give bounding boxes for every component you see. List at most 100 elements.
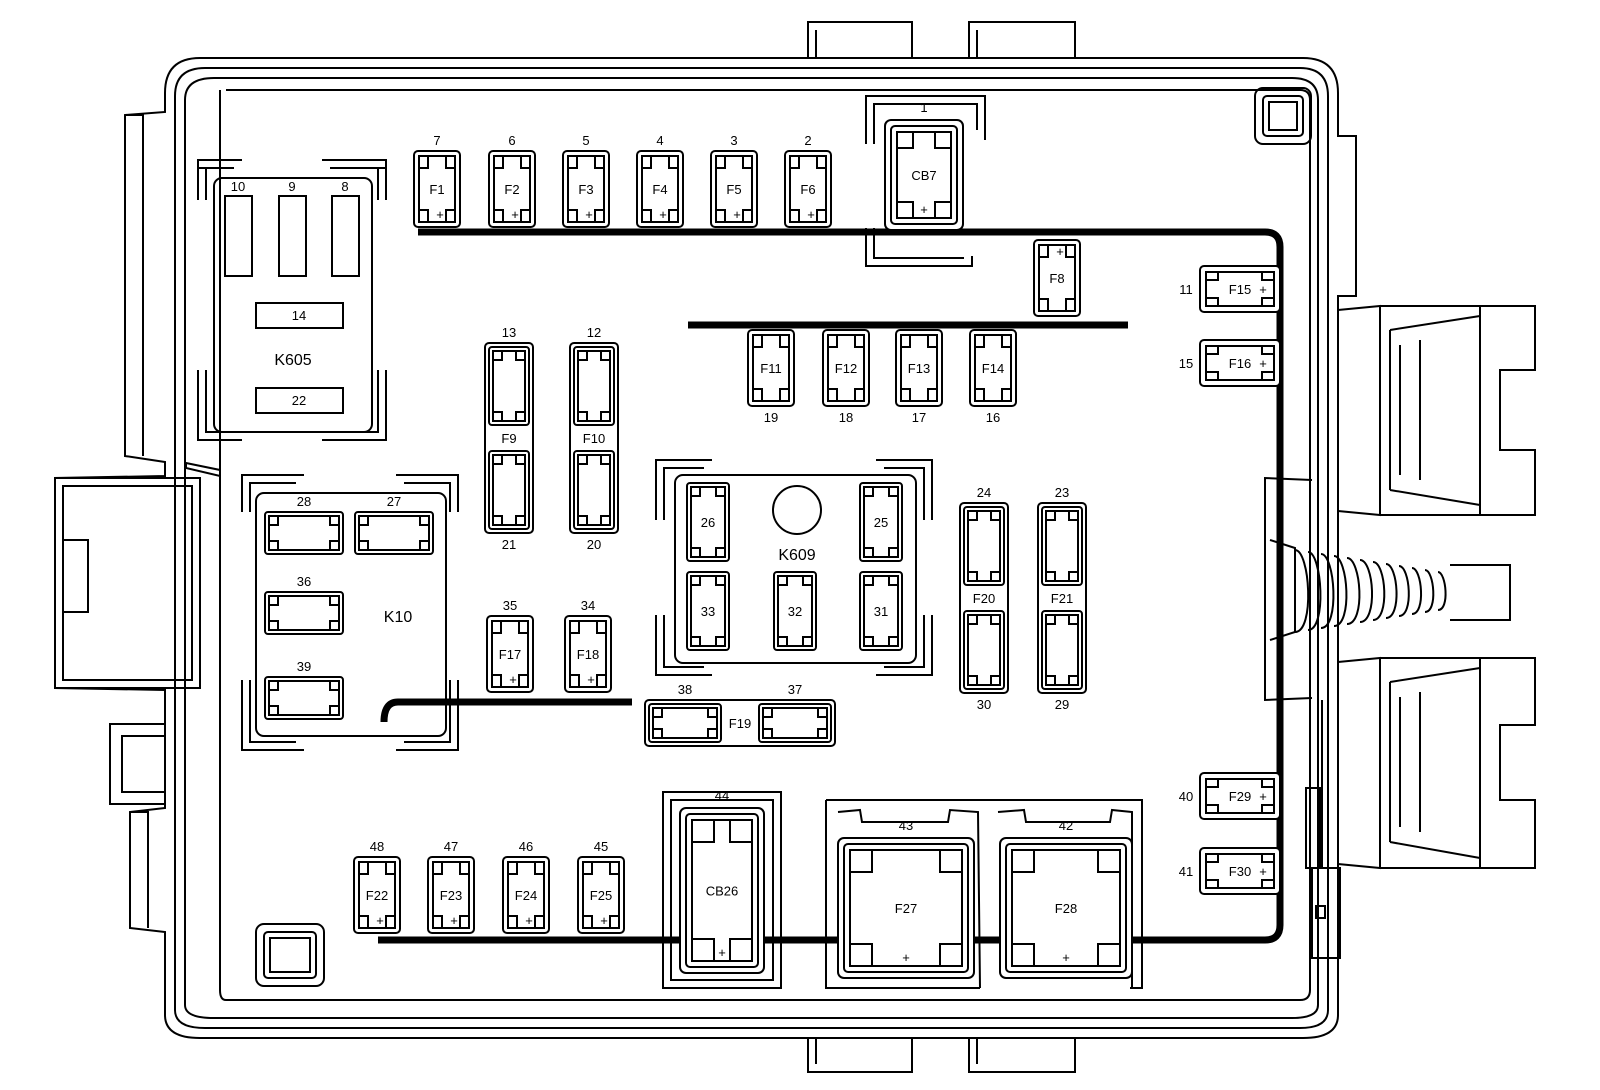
fuse-label: F21	[1051, 591, 1073, 606]
fuse-label: F19	[729, 716, 751, 731]
pin-label: 31	[874, 604, 888, 619]
cavity-label: 30	[977, 697, 991, 712]
fuse-f5[interactable]: F5+3	[710, 133, 758, 228]
plus-marker: +	[600, 913, 608, 928]
plus-marker: +	[1259, 789, 1267, 804]
relay-k605[interactable]: 10 9 8 14 K605 22	[197, 159, 387, 441]
cavity-label: 20	[587, 537, 601, 552]
relay-cavity	[264, 591, 344, 635]
relay-label: K605	[274, 352, 311, 369]
pin-label: 28	[297, 494, 311, 509]
fuse-label: F15	[1229, 282, 1251, 297]
fuse-label: F28	[1055, 901, 1077, 916]
fuse-label: F5	[726, 182, 741, 197]
fuse-label: F16	[1229, 356, 1251, 371]
fuse-label: F10	[583, 431, 605, 446]
fuse-f3[interactable]: F3+5	[562, 133, 610, 228]
fuse-label: F6	[800, 182, 815, 197]
cavity-label: 3	[730, 133, 737, 148]
cavity-label: 18	[839, 410, 853, 425]
cavity-label: 34	[581, 598, 595, 613]
fuse-label: F12	[835, 361, 857, 376]
plus-marker: +	[450, 913, 458, 928]
pin-label: 14	[292, 308, 306, 323]
fuse-label: F4	[652, 182, 667, 197]
plus-marker: +	[587, 672, 595, 687]
relay-k10[interactable]: 28 27 36 39 K10	[241, 474, 459, 751]
fuse-f2[interactable]: F2+6	[488, 133, 536, 228]
bus-bar-k10	[380, 698, 632, 723]
plus-marker: +	[920, 202, 928, 217]
pin-label: 36	[297, 574, 311, 589]
fuse-f12[interactable]: F12 18	[822, 329, 870, 425]
fuse-label: F27	[895, 901, 917, 916]
relay-label: K609	[778, 547, 815, 564]
fuse-f8[interactable]: F8+	[1033, 239, 1081, 317]
fuse-f16[interactable]: F16+15	[1179, 339, 1281, 387]
fuse-label: F8	[1049, 271, 1064, 286]
fuse-label: F2	[504, 182, 519, 197]
fuse-label: F13	[908, 361, 930, 376]
pin-label: 9	[288, 179, 295, 194]
fuse-f17[interactable]: F17+35	[486, 598, 534, 693]
fuse-f30[interactable]: F30+41	[1179, 847, 1281, 895]
cavity-label: 19	[764, 410, 778, 425]
cavity-label: 44	[715, 788, 729, 803]
cavity-label: 40	[1179, 789, 1193, 804]
fuse-f14[interactable]: F14 16	[969, 329, 1017, 425]
fuse-label: F14	[982, 361, 1004, 376]
plus-marker: +	[436, 207, 444, 222]
cavity-label: 41	[1179, 864, 1193, 879]
fuse-f1[interactable]: F1 +7	[413, 133, 461, 228]
plus-marker: +	[718, 945, 726, 960]
right-connector-upper	[1337, 304, 1536, 517]
cable-grommet	[1264, 476, 1511, 702]
fuse-cb26[interactable]: CB26+44	[679, 788, 765, 974]
fuse-cb7[interactable]: CB7+1	[884, 100, 964, 231]
cavity-label: 16	[986, 410, 1000, 425]
fuse-f27[interactable]: F27 +43	[837, 818, 975, 979]
cavity-label: 12	[587, 325, 601, 340]
fuse-f6[interactable]: F6+2	[784, 133, 832, 228]
fuse-f10[interactable]: F10 12 20	[569, 325, 619, 552]
fuse-f22[interactable]: F22+48	[353, 839, 401, 934]
pin-label: 32	[788, 604, 802, 619]
cavity-label: 38	[678, 682, 692, 697]
plus-marker: +	[902, 950, 910, 965]
fuse-f15[interactable]: F15+11	[1179, 265, 1281, 313]
plus-marker: +	[376, 913, 384, 928]
fuse-f29[interactable]: F29+40	[1179, 772, 1281, 820]
cavity-label: 13	[502, 325, 516, 340]
fuse-f28[interactable]: F28+42	[999, 818, 1133, 979]
pin-label: 27	[387, 494, 401, 509]
fuse-label: F23	[440, 888, 462, 903]
plus-marker: +	[585, 207, 593, 222]
plus-marker: +	[659, 207, 667, 222]
fuse-f24[interactable]: F24+46	[502, 839, 550, 934]
relay-cavity: 33	[686, 571, 730, 651]
fuse-label: F1	[429, 182, 444, 197]
cavity-label: 42	[1059, 818, 1073, 833]
fuse-layer: CB7+1F1+7F2+6F3+5F4+4F5+3F6+2F8+F1119F12…	[264, 95, 1281, 989]
bus-bars	[378, 228, 1284, 944]
pin-label: 10	[231, 179, 245, 194]
cavity-label: 43	[899, 818, 913, 833]
plus-marker: +	[509, 672, 517, 687]
pin-label: 39	[297, 659, 311, 674]
fuse-label: F17	[499, 647, 521, 662]
fuse-f25[interactable]: F25+45	[577, 839, 625, 934]
cavity-label: 7	[433, 133, 440, 148]
relay-k609[interactable]: K609	[655, 459, 933, 676]
cavity-label: 47	[444, 839, 458, 854]
fuse-f18[interactable]: F18+34	[564, 598, 612, 693]
fuse-f4[interactable]: F4+4	[636, 133, 684, 228]
fuse-label: F3	[578, 182, 593, 197]
fuse-f23[interactable]: F23 +47	[427, 839, 475, 934]
cavity-label: 48	[370, 839, 384, 854]
